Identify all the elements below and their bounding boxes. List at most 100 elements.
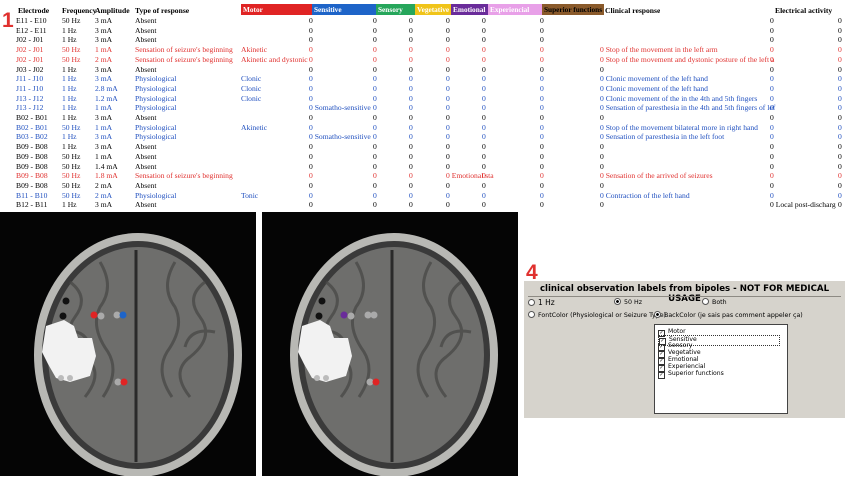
category-header-sensitive: Sensitive [312,4,376,15]
cell-category-value: 0 [446,16,450,25]
cell-electrode: E12 - E11 [16,25,47,35]
cell-category-value: 0 [540,93,544,103]
cell-sensitive: 0 [309,142,313,152]
radio-fontcolor[interactable]: FontColor (Physiological or Seizure Type… [528,311,666,320]
cell-frequency: 50 Hz [62,122,81,132]
cell-frequency: 50 Hz [62,151,81,161]
cell-type-of-response: Absent [135,35,157,45]
cell-category-value: 0 [373,190,377,200]
cell-frequency: 50 Hz [62,16,81,25]
checklist-item-experiencial[interactable]: ✓Experiencial [658,363,705,372]
cell-category-value: 0 [482,54,486,64]
cell-type-of-response: Sensation of seizure's beginning [135,171,233,181]
cell-electrical-activity-2: 0 [838,190,842,200]
cell-type-of-response: Absent [135,64,157,74]
checklist-item-label: Emotional [668,356,699,363]
cell-electrode: J11 - J10 [16,83,44,93]
cell-category-value: 0 [482,151,486,161]
cell-electrical-activity: 0 Local post-discharge [770,200,836,210]
cell-electrode: J03 - J02 [16,64,44,74]
cell-category-value: 0 [540,25,544,35]
cell-sensitive: 0 [309,54,313,64]
checklist-item-sensitive[interactable]: ✓Sensitive [658,335,780,346]
cell-frequency: 1 Hz [62,83,77,93]
cell-category-value: 0 [482,93,486,103]
cell-sensitive: 0 [309,64,313,74]
cell-type-of-response: Sensation of seizure's beginning [135,45,233,55]
cell-electrical-activity: 0 [770,161,774,171]
radio-dot-selected-icon [614,298,621,305]
cell-electrical-activity-2: 0 [838,103,842,113]
cell-electrical-activity: 0 [770,103,774,113]
cell-sensitive: 0 [309,113,313,122]
category-checklist[interactable]: ✓Motor✓Sensitive✓Sensory✓Vegetative✓Emot… [654,324,788,414]
cell-frequency: 50 Hz [62,161,81,171]
cell-electrical-activity-2: 0 [838,54,842,64]
cell-category-value: 0 [540,83,544,93]
cell-category-value: 0 [373,74,377,84]
cell-category-value: 0 [409,190,413,200]
cell-amplitude: 1.4 mA [95,161,118,171]
cell-electrode: B12 - B11 [16,200,48,210]
checklist-item-label: Experiencial [668,363,706,370]
cell-category-value: 0 [373,180,377,190]
checklist-item-vegetative[interactable]: ✓Vegetative [658,349,701,358]
cell-category-value: 0 [482,83,486,93]
cell-category-value: 0 [482,190,486,200]
checklist-item-emotional[interactable]: ✓Emotional [658,356,699,365]
radio-dot-selected-icon [654,311,661,318]
cell-category-value: 0 [540,132,544,142]
cell-electrode: J13 - J12 [16,103,44,113]
cell-category-value: 0 [409,35,413,45]
cell-category-value: 0 [373,142,377,152]
cell-category-value: 0 [482,64,486,74]
cell-category-value: 0 [373,64,377,74]
cell-category-value: 0 [446,25,450,35]
cell-electrode: B11 - B10 [16,190,48,200]
cell-category-value: 0 [373,171,377,181]
radio-backcolor[interactable]: BackColor (je sais pas comment appeler ç… [654,311,803,320]
cell-amplitude: 1 mA [95,45,113,55]
cell-category-value: 0 [540,200,544,210]
checklist-item-sensory[interactable]: ✓Sensory [658,342,693,351]
cell-sensitive: 0 Somatho-sensitive [309,132,371,142]
radio-50hz[interactable]: 50 Hz [614,298,642,307]
cell-category-value: 0 [446,122,450,132]
cell-category-value: 0 [540,103,544,113]
checklist-item-motor[interactable]: ✓Motor [658,328,686,337]
cell-clinical-response: 0 [600,142,604,152]
cell-electrode: B09 - B08 [16,171,48,181]
mri-panel-2 [0,212,256,476]
cell-clinical-response: 0 [600,180,604,190]
category-header-superior-functions: Superior functions [542,4,604,15]
header-clinical-response: Clinical response [605,6,661,15]
cell-category-value: 0 [482,171,486,181]
cell-motor: Akinetic [241,45,268,55]
cell-sensitive: 0 [309,93,313,103]
radio-both[interactable]: Both [702,298,727,307]
radio-1hz[interactable]: 1 Hz [528,298,555,307]
checkbox-checked-icon: ✓ [658,330,665,337]
cell-clinical-response: 0 Contraction of the left hand [600,190,690,200]
cell-electrical-activity-2: 0 [838,64,842,74]
cell-electrical-activity-2: 0 [838,45,842,55]
cell-category-value: 0 [446,142,450,152]
cell-category-value: 0 [373,151,377,161]
cell-motor: Akinetic [241,122,268,132]
cell-sensitive: 0 [309,190,313,200]
cell-category-value: 0 [482,113,486,122]
cell-electrical-activity: 0 [770,45,774,55]
cell-category-value: 0 [409,180,413,190]
cell-frequency: 50 Hz [62,54,81,64]
stimulation-results-table: Electrode Frequency Amplitude Type of re… [0,0,850,212]
cell-category-value: 0 [373,113,377,122]
cell-type-of-response: Absent [135,16,157,25]
cell-frequency: 1 Hz [62,132,77,142]
checklist-item-superior-functions[interactable]: ✓Superior functions [658,370,724,379]
cell-category-value: 0 [540,54,544,64]
